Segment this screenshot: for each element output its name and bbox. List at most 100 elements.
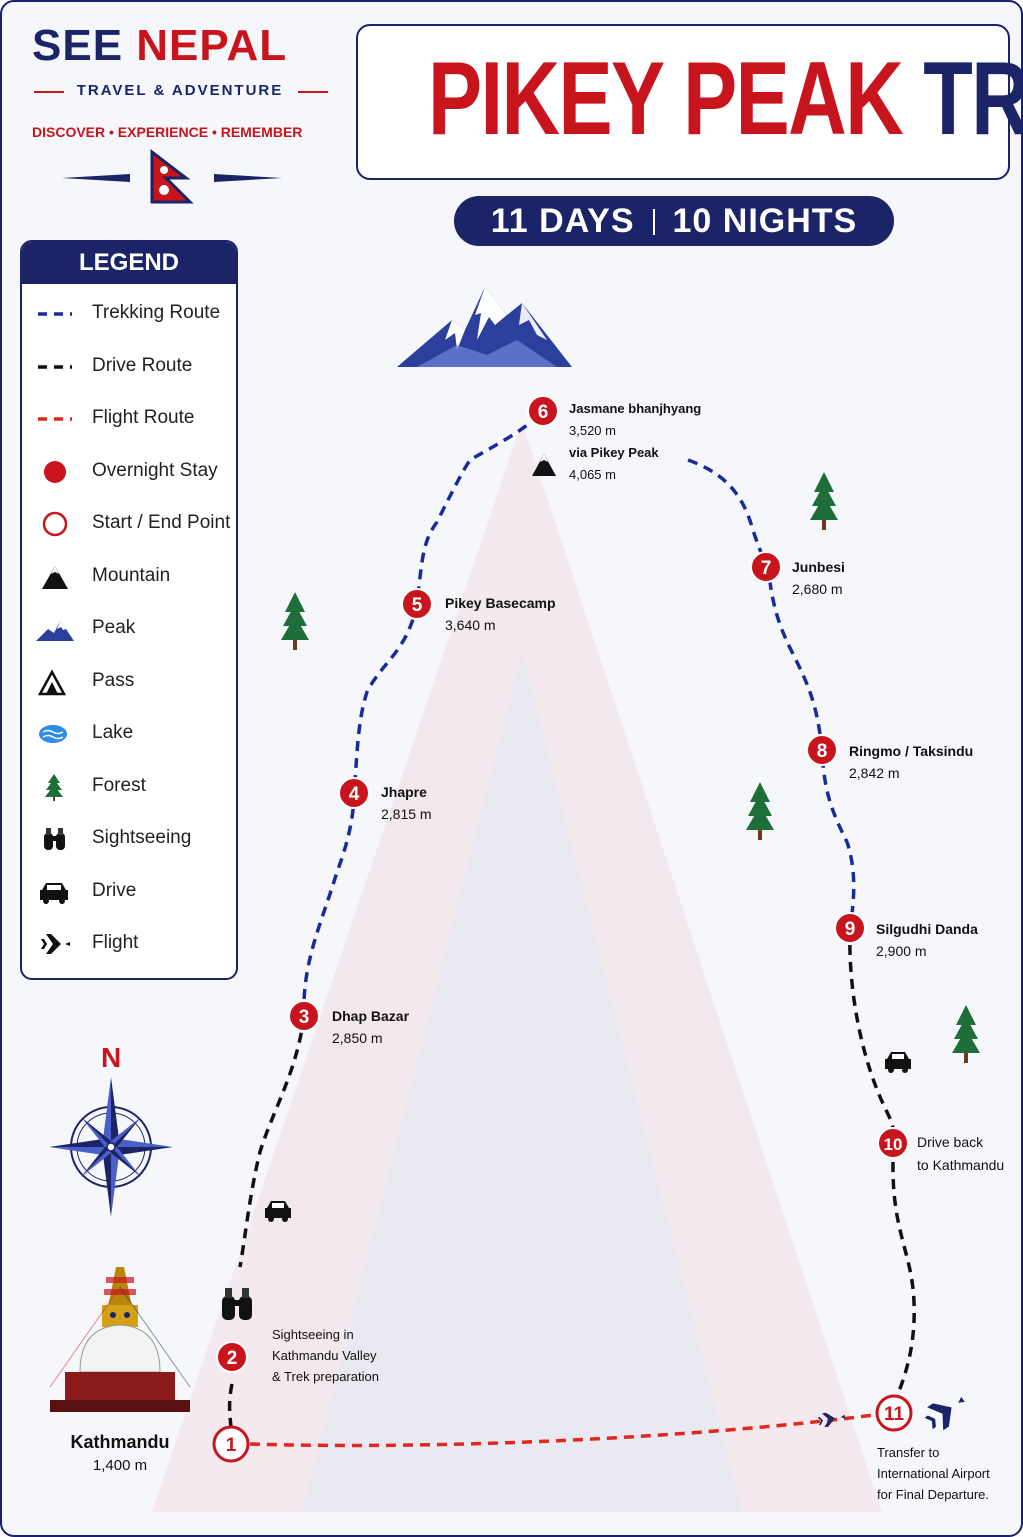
legend-item: Forest: [22, 767, 236, 807]
forest-icon: [45, 773, 63, 801]
legend-label: Start / End Point: [92, 512, 231, 533]
duration-badge: 11 DAYS 10 NIGHTS: [454, 196, 894, 246]
stop-number: 3: [299, 1007, 310, 1028]
car-icon: [265, 1201, 291, 1222]
stop-altitude: 3,520 m: [569, 423, 616, 438]
start-location-label: Kathmandu 1,400 m: [42, 1432, 198, 1474]
legend-label: Flight: [92, 932, 139, 953]
flight-route-line: [249, 1413, 875, 1448]
note-line: International Airport: [877, 1466, 990, 1481]
title-frame: [356, 24, 1010, 180]
stop-5-label: Pikey Basecamp 3,640 m: [445, 592, 556, 636]
brand-tagline: DISCOVER • EXPERIENCE • REMEMBER: [32, 124, 303, 140]
legend-label: Overnight Stay: [92, 459, 218, 481]
legend-label: Sightseeing: [92, 827, 192, 848]
legend-item: Flight: [22, 924, 236, 964]
title-part-blue: TREK: [923, 41, 1023, 157]
flight-route-line: [38, 417, 72, 421]
stop-8-label: Ringmo / Taksindu 2,842 m: [849, 740, 973, 784]
overnight-stay-dot: [806, 734, 838, 766]
flag-wing-right: [214, 174, 282, 182]
airplane-icon: [924, 1396, 965, 1431]
note-line: Transfer to: [877, 1445, 940, 1460]
legend-item: Trekking Route: [22, 294, 236, 334]
peak-icon: [397, 287, 572, 367]
legend-label: Peak: [92, 617, 136, 638]
pass-icon: [37, 668, 67, 695]
stop-number: 6: [538, 402, 549, 423]
start-end-ring: [42, 511, 68, 537]
legend-item: Sightseeing: [22, 819, 236, 859]
note-line: Kathmandu Valley: [272, 1348, 377, 1363]
nepal-flag-icon: [150, 148, 194, 204]
stop-6-label: Jasmane bhanjhyang 3,520 m via Pikey Pea…: [569, 398, 701, 486]
stop-name: Jasmane bhanjhyang: [569, 401, 702, 416]
brand-divider: [298, 91, 328, 93]
forest-icon: [746, 782, 774, 840]
legend-label: Flight Route: [92, 407, 195, 428]
mountain-icon: [42, 565, 68, 589]
legend-item: Pass: [22, 662, 236, 702]
note-line: Drive back: [917, 1134, 984, 1150]
stop-altitude: 2,900 m: [876, 943, 927, 959]
trekking-route-line: [38, 312, 72, 316]
forest-icon: [281, 592, 309, 650]
forest-icon: [810, 472, 838, 530]
compass-north-label: N: [101, 1042, 122, 1073]
stop-name: Pikey Basecamp: [445, 595, 556, 611]
legend-label: Drive: [92, 879, 137, 901]
stop-number: 7: [761, 558, 772, 579]
stop-name: Junbesi: [792, 559, 845, 575]
stop-number: 4: [349, 784, 360, 805]
stop-altitude: 2,815 m: [381, 806, 432, 822]
legend-label: Drive Route: [92, 354, 193, 376]
stop-number: 10: [884, 1135, 903, 1154]
stop-marker-9: 9: [834, 912, 866, 944]
trekking-route-line: [302, 410, 545, 1017]
overnight-stay-dot: [834, 912, 866, 944]
brand-see: SEE: [32, 21, 124, 70]
brand-subtitle: TRAVEL & ADVENTURE: [76, 82, 284, 99]
stop-10-note: Drive back to Kathmandu: [917, 1131, 1004, 1177]
legend-label: Trekking Route: [92, 302, 221, 323]
flag-wing-left: [62, 174, 130, 182]
overnight-stay-dot: [216, 1341, 248, 1373]
background-mountain-watermark: [152, 422, 882, 1512]
legend-label: Lake: [92, 722, 134, 743]
stop-name: Ringmo / Taksindu: [849, 743, 974, 759]
overnight-stay-dot: [338, 777, 370, 809]
stop-marker-8: 8: [806, 734, 838, 766]
page-title: PIKEY PEAK TREK: [428, 40, 1021, 158]
stop-number: 9: [845, 919, 856, 940]
binoculars-icon: [222, 1288, 252, 1320]
brand-nepal: NEPAL: [136, 21, 288, 70]
drive-route-line: [38, 364, 72, 369]
stop-name: Dhap Bazar: [332, 1008, 410, 1024]
overnight-stay-dot: [288, 1000, 320, 1032]
stop-number: 5: [412, 595, 423, 616]
legend-item: Overnight Stay: [22, 452, 236, 492]
stop-9-label: Silgudhi Danda 2,900 m: [876, 918, 978, 962]
legend-item: Peak: [22, 609, 236, 649]
duration-days: 11 DAYS: [490, 202, 635, 240]
legend-label: Forest: [92, 774, 146, 796]
brand-logo: SEE NEPAL: [32, 22, 287, 70]
stop-marker-4: 4: [338, 777, 370, 809]
stop-marker-1: 1: [212, 1425, 250, 1463]
stop-11-note: Transfer to International Airport for Fi…: [877, 1442, 990, 1505]
overnight-stay-dot: [750, 551, 782, 583]
note-line: & Trek preparation: [272, 1369, 379, 1384]
stop-marker-11: 11: [875, 1394, 913, 1432]
legend-item: Flight Route: [22, 399, 236, 439]
duration-nights: 10 NIGHTS: [672, 202, 858, 240]
drive-route-line: [227, 1383, 234, 1428]
stop-altitude: 2,680 m: [792, 581, 843, 597]
legend-item: Drive: [22, 872, 236, 912]
overnight-stay-dot: [401, 588, 433, 620]
brand-divider: [34, 91, 64, 93]
drive-route-line: [891, 1161, 916, 1398]
start-end-ring: [875, 1394, 913, 1432]
overnight-stay-dot: [44, 460, 66, 483]
